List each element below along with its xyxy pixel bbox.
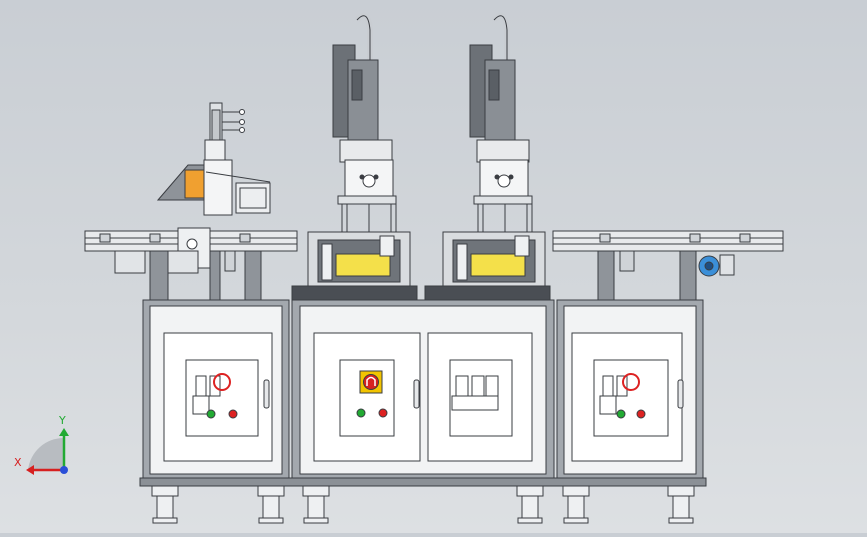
emergency-stop-button[interactable] xyxy=(359,370,383,394)
center-pneumatic-valves xyxy=(451,375,499,411)
right-pneumatic-valves xyxy=(599,373,640,415)
left-red-lamp[interactable] xyxy=(228,409,238,419)
right-green-lamp[interactable] xyxy=(616,409,626,419)
left-loading-module xyxy=(156,102,271,216)
base-beam xyxy=(139,477,707,487)
center-cabinet xyxy=(291,299,555,481)
center-green-lamp[interactable] xyxy=(356,408,366,418)
right-red-lamp[interactable] xyxy=(636,409,646,419)
center-red-lamp[interactable] xyxy=(378,408,388,418)
scara-robot-2 xyxy=(469,12,533,300)
fixture-station-1 xyxy=(291,231,418,301)
left-pneumatic-valves xyxy=(192,373,231,415)
left-green-lamp[interactable] xyxy=(206,409,216,419)
coordinate-triad: X Y xyxy=(14,414,69,475)
z-axis-dot xyxy=(60,466,68,474)
right-conveyor xyxy=(552,230,784,302)
fixture-station-2 xyxy=(424,231,551,301)
x-axis-label: X xyxy=(14,456,22,469)
leveling-feet xyxy=(151,485,695,524)
y-axis-label: Y xyxy=(58,414,66,427)
scara-robot-1 xyxy=(332,12,397,300)
left-conveyor xyxy=(84,227,298,302)
